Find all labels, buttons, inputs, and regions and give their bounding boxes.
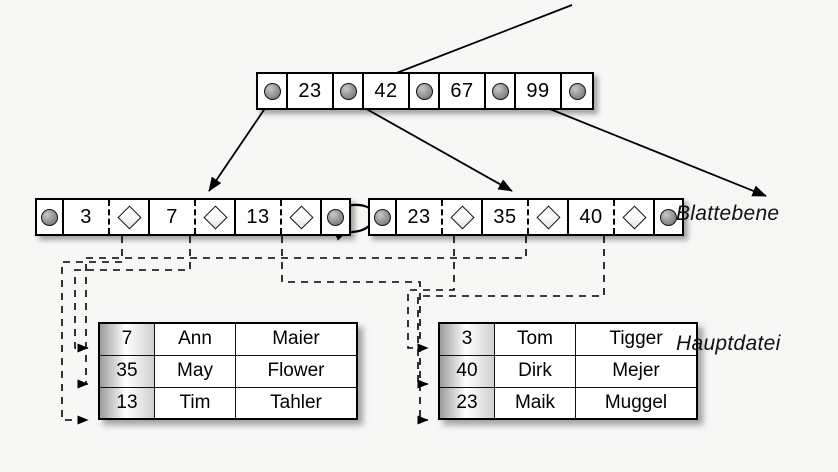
record-last-name: Mejer	[575, 354, 698, 388]
leaf-right-prev-pointer[interactable]	[370, 200, 397, 234]
pointer-circle-icon	[568, 82, 586, 100]
root-pointer-1[interactable]	[334, 74, 364, 108]
leaf-right-record-pointer-1[interactable]	[529, 200, 569, 234]
leaf-left-record-pointer-0[interactable]	[110, 200, 150, 234]
leaf-left-record-pointer-1[interactable]	[196, 200, 236, 234]
root-pointer-0[interactable]	[258, 74, 288, 108]
root-key-1: 42	[364, 74, 410, 108]
arrow-root-to-leaf-right	[346, 97, 513, 192]
pointer-circle-icon	[415, 82, 433, 100]
table-row[interactable]: 3 Tom Tigger	[438, 322, 698, 356]
leaf-left-next-pointer[interactable]	[322, 200, 349, 234]
pointer-circle-icon	[339, 82, 357, 100]
record-key: 35	[98, 354, 155, 388]
table-row[interactable]: 23 Maik Muggel	[438, 386, 698, 420]
label-blattebene: Blattebene	[676, 202, 780, 225]
leaf-left-record-pointer-2[interactable]	[282, 200, 322, 234]
record-key: 3	[438, 322, 495, 356]
root-pointer-4[interactable]	[562, 74, 592, 108]
diamond-pointer-icon	[449, 204, 475, 230]
root-pointer-2[interactable]	[410, 74, 440, 108]
record-key: 40	[438, 354, 495, 388]
record-first-name: May	[154, 354, 236, 388]
leaf-right-record-pointer-0[interactable]	[443, 200, 483, 234]
pointer-circle-icon	[41, 208, 58, 226]
record-first-name: Maik	[494, 386, 576, 420]
record-key: 7	[98, 322, 155, 356]
pointer-circle-icon	[374, 208, 391, 226]
leaf-right-record-pointer-2[interactable]	[615, 200, 655, 234]
leaf-right-next-pointer[interactable]	[655, 200, 682, 234]
table-row[interactable]: 7 Ann Maier	[98, 322, 358, 356]
record-last-name: Tahler	[235, 386, 358, 420]
root-key-3: 99	[516, 74, 562, 108]
record-first-name: Tom	[494, 322, 576, 356]
diamond-pointer-icon	[288, 204, 314, 230]
leaf-left-key-0: 3	[64, 200, 110, 234]
leaf-node-left[interactable]: 3 7 13	[35, 198, 351, 236]
diamond-pointer-icon	[621, 204, 647, 230]
root-node[interactable]: 23 42 67 99	[256, 72, 594, 110]
record-last-name: Flower	[235, 354, 358, 388]
table-row[interactable]: 13 Tim Tahler	[98, 386, 358, 420]
root-key-0: 23	[288, 74, 334, 108]
leaf-right-key-2: 40	[569, 200, 615, 234]
diamond-pointer-icon	[116, 204, 142, 230]
pointer-circle-icon	[327, 208, 344, 226]
record-first-name: Dirk	[494, 354, 576, 388]
arrow-to-blattebene	[519, 96, 767, 197]
pointer-circle-icon	[660, 208, 677, 226]
arrow-root-to-leaf-left	[208, 97, 273, 192]
root-pointer-3[interactable]	[486, 74, 516, 108]
record-key: 23	[438, 386, 495, 420]
record-first-name: Tim	[154, 386, 236, 420]
leaf-left-key-1: 7	[150, 200, 196, 234]
pointer-circle-icon	[491, 82, 509, 100]
data-table-left[interactable]: 7 Ann Maier 35 May Flower 13 Tim Tahler	[98, 322, 358, 420]
table-row[interactable]: 35 May Flower	[98, 354, 358, 388]
record-last-name: Muggel	[575, 386, 698, 420]
leaf-left-prev-pointer[interactable]	[37, 200, 64, 234]
data-table-right[interactable]: 3 Tom Tigger 40 Dirk Mejer 23 Maik Mugge…	[438, 322, 698, 420]
diamond-pointer-icon	[535, 204, 561, 230]
leaf-left-key-2: 13	[236, 200, 282, 234]
label-hauptdatei: Hauptdatei	[676, 332, 781, 355]
record-key: 13	[98, 386, 155, 420]
table-row[interactable]: 40 Dirk Mejer	[438, 354, 698, 388]
diamond-pointer-icon	[202, 204, 228, 230]
record-first-name: Ann	[154, 322, 236, 356]
pointer-circle-icon	[263, 82, 281, 100]
leaf-right-key-0: 23	[397, 200, 443, 234]
leaf-node-right[interactable]: 23 35 40	[368, 198, 684, 236]
leaf-right-key-1: 35	[483, 200, 529, 234]
record-last-name: Maier	[235, 322, 358, 356]
root-key-2: 67	[440, 74, 486, 108]
